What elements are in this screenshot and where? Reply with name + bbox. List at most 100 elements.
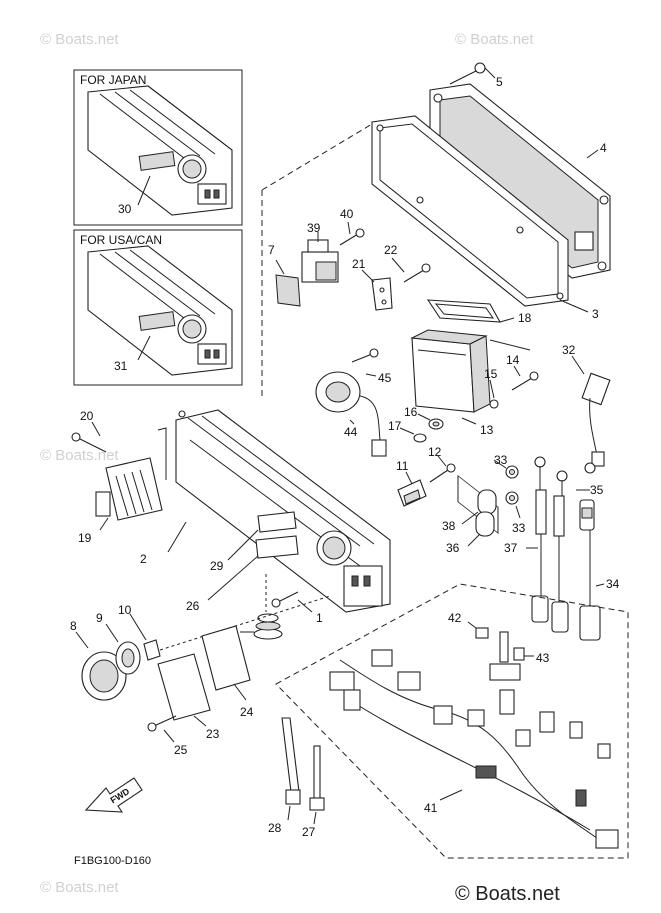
bolt-40 <box>339 228 365 246</box>
watermark-bottom-right: © Boats.net <box>455 883 560 905</box>
cap-36 <box>475 511 495 537</box>
part-label-10: 10 <box>118 603 132 617</box>
part-label-33-upper: 33 <box>494 453 508 467</box>
part-label-30: 30 <box>118 202 132 216</box>
part-label-14: 14 <box>506 353 520 367</box>
plate-24 <box>201 625 251 691</box>
coil-44 <box>315 371 387 457</box>
strap-28 <box>281 717 301 805</box>
part-label-22: 22 <box>384 243 398 257</box>
harness-41 <box>329 649 619 849</box>
watermark-mid-left: © Boats.net <box>40 447 119 464</box>
part-label-24: 24 <box>240 705 254 719</box>
part-label-20: 20 <box>80 409 94 423</box>
watermark-top-left: © Boats.net <box>40 31 119 48</box>
strap-27 <box>309 745 325 811</box>
part-label-32: 32 <box>562 343 576 357</box>
inset-japan: FOR JAPAN 30 <box>73 69 243 226</box>
part-label-19: 19 <box>78 531 92 545</box>
gasket <box>371 115 569 307</box>
washer-15 <box>489 399 499 409</box>
part-label-23: 23 <box>206 727 220 741</box>
watermark-top-right: © Boats.net <box>455 31 534 48</box>
part-label-1: 1 <box>316 611 323 625</box>
bracket-21 <box>371 277 393 311</box>
part-label-36: 36 <box>446 541 460 555</box>
bolt-22 <box>403 263 431 283</box>
part-label-43: 43 <box>536 651 550 665</box>
cap-38 <box>477 489 497 515</box>
part-label-16: 16 <box>404 405 418 419</box>
cap-8 <box>81 651 127 701</box>
lead-32 <box>581 372 611 467</box>
wire-35 <box>579 499 595 531</box>
part-label-35: 35 <box>590 483 604 497</box>
leads-37 <box>531 489 569 633</box>
inset-japan-title: FOR JAPAN <box>80 73 146 87</box>
part-label-34: 34 <box>606 577 620 591</box>
part-label-4: 4 <box>600 141 607 155</box>
part-label-44: 44 <box>344 425 358 439</box>
lead-34 <box>579 530 601 641</box>
collar-17 <box>413 433 427 443</box>
watermark-bottom-left: © Boats.net <box>40 879 119 896</box>
module-13 <box>410 329 491 413</box>
nut-33-lower <box>505 491 519 505</box>
part-label-29: 29 <box>210 559 224 573</box>
grommet-16 <box>428 418 444 430</box>
fwd-arrow-icon: FWD <box>84 777 143 813</box>
part-label-8: 8 <box>70 619 77 633</box>
relay-39 <box>301 239 339 283</box>
part-label-3: 3 <box>592 307 599 321</box>
part-label-39: 39 <box>307 221 321 235</box>
part-label-25: 25 <box>174 743 188 757</box>
part-label-33-lower: 33 <box>512 521 526 535</box>
connector-group <box>489 631 521 681</box>
part-label-9: 9 <box>96 611 103 625</box>
regulator-19 <box>95 427 167 521</box>
bolt-12 <box>429 463 456 483</box>
part-label-17: 17 <box>388 419 402 433</box>
bracket-11 <box>397 479 427 507</box>
inset-japan-ecu-body <box>87 85 233 216</box>
part-label-42: 42 <box>448 611 462 625</box>
diagram-code: F1BG100-D160 <box>74 855 151 867</box>
part-label-18: 18 <box>518 311 532 325</box>
clip-43 <box>513 647 525 661</box>
band-18 <box>426 299 531 351</box>
part-label-15: 15 <box>484 367 498 381</box>
label-plate-26 <box>255 535 299 559</box>
inset-usa-title: FOR USA/CAN <box>80 233 162 247</box>
bolt-1 <box>271 591 299 608</box>
part-label-13: 13 <box>480 423 494 437</box>
part-label-37: 37 <box>504 541 518 555</box>
part-label-26: 26 <box>186 599 200 613</box>
nut-33-upper <box>505 465 519 479</box>
part-label-27: 27 <box>302 825 316 839</box>
harness-area <box>275 583 629 859</box>
part-label-21: 21 <box>352 257 366 271</box>
bolt-45 <box>351 348 379 363</box>
part-label-12: 12 <box>428 445 442 459</box>
part-label-38: 38 <box>442 519 456 533</box>
part-label-2: 2 <box>140 552 147 566</box>
part-label-7: 7 <box>268 243 275 257</box>
seal-9 <box>115 641 141 675</box>
clip-10 <box>143 639 161 661</box>
part-label-5: 5 <box>496 75 503 89</box>
bolt-14 <box>511 371 539 391</box>
main-ecu-box <box>175 409 391 613</box>
part-label-11: 11 <box>396 459 409 473</box>
part-label-40: 40 <box>340 207 354 221</box>
clip-42 <box>475 627 489 639</box>
bolt-20 <box>71 432 107 453</box>
screw-25 <box>147 715 177 732</box>
part-label-45: 45 <box>378 371 392 385</box>
screw-5 <box>449 62 486 85</box>
part-label-31: 31 <box>114 359 128 373</box>
plate-23 <box>157 653 211 721</box>
grommet-6 <box>253 613 283 640</box>
inset-usa-can: FOR USA/CAN 31 <box>73 229 243 386</box>
label-plate-29 <box>257 511 297 533</box>
inset-usa-ecu-body <box>87 245 233 376</box>
